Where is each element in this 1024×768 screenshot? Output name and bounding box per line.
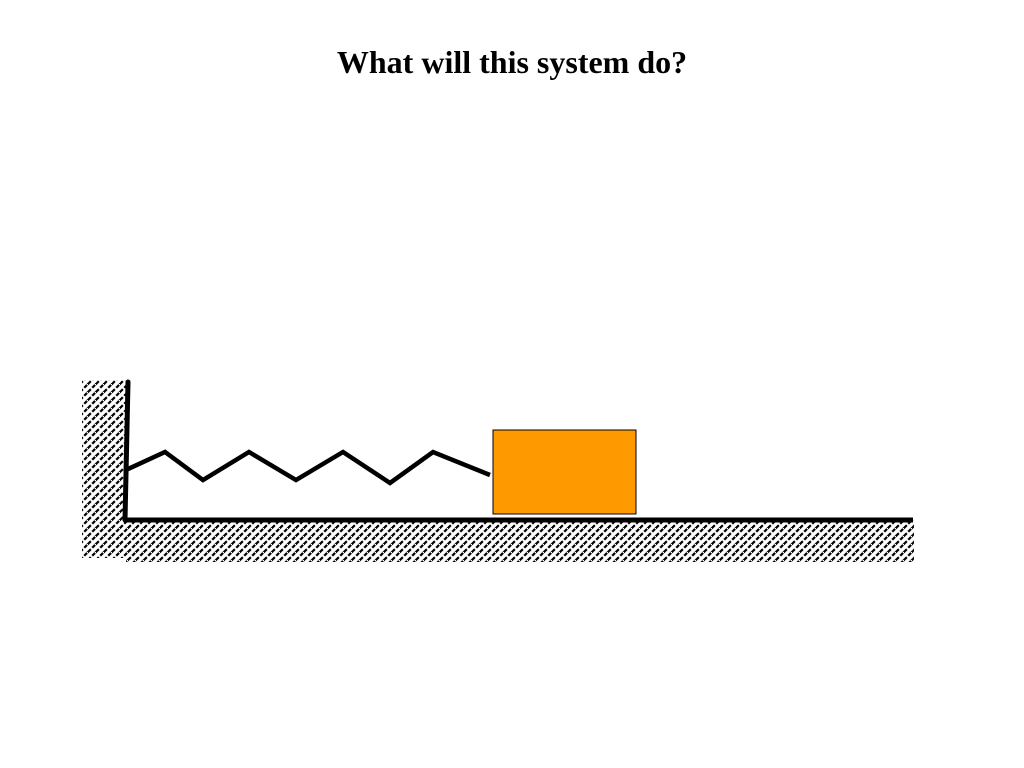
wall-line bbox=[122, 379, 131, 523]
floor-hatch bbox=[126, 520, 914, 562]
spring bbox=[125, 449, 491, 486]
slide-title: What will this system do? bbox=[336, 44, 688, 80]
wall-hatch bbox=[82, 380, 126, 558]
mass-block bbox=[492, 429, 637, 515]
